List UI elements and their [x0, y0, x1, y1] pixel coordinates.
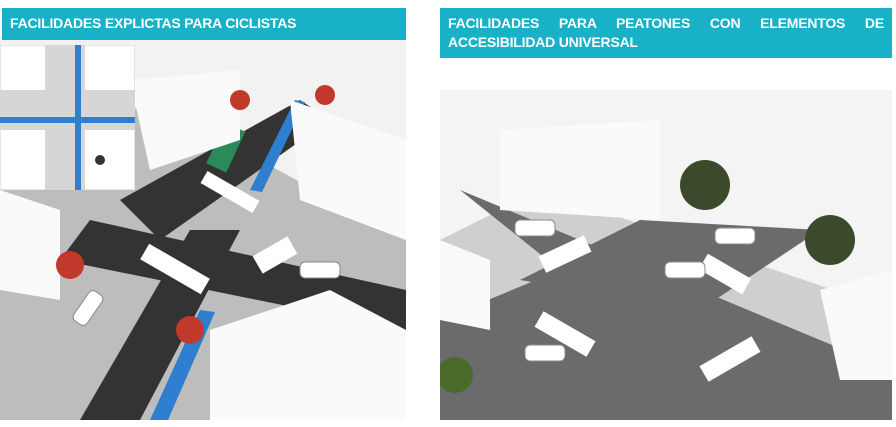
bike-intersection-rendering — [0, 40, 406, 420]
left-panel-title: FACILIDADES EXPLICTAS PARA CICLISTAS — [2, 8, 406, 40]
right-panel-title: FACILIDADES PARA PEATONES CON ELEMENTOS … — [440, 8, 892, 58]
intersection-plan-inset — [0, 45, 135, 190]
pedestrian-intersection-rendering — [440, 90, 892, 420]
